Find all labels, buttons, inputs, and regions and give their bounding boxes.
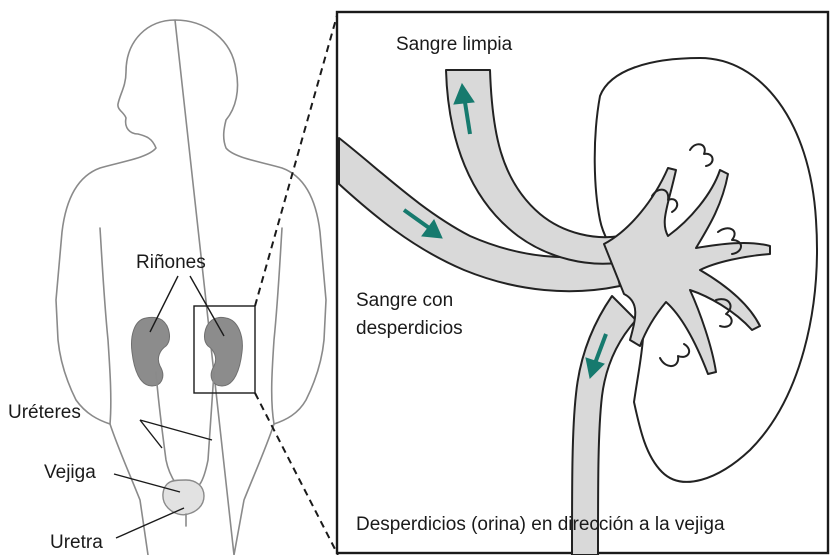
urine-flow-label: Desperdicios (orina) en dirección a la v… (356, 514, 725, 535)
waste-blood-label-line2: desperdicios (356, 318, 463, 339)
right-kidney (205, 317, 243, 386)
kidneys-label: Riñones (136, 252, 206, 273)
left-arm-inner (100, 228, 111, 424)
ureters-label: Uréteres (8, 402, 81, 423)
body-silhouette (56, 20, 326, 555)
zoom-line-top (255, 12, 338, 306)
body-outline (56, 20, 326, 555)
clean-blood-label: Sangre limpia (396, 34, 513, 55)
left-ureter (156, 372, 176, 484)
left-kidney (132, 317, 170, 386)
waste-blood-label-line1: Sangre con (356, 290, 453, 311)
urethra-leader (116, 508, 184, 538)
zoom-line-bottom (255, 393, 338, 555)
ureters-leader-left (140, 420, 162, 448)
ureters-leader-right (140, 420, 212, 440)
right-arm-inner (272, 228, 282, 424)
urethra-label: Uretra (50, 532, 103, 553)
bladder (163, 480, 204, 515)
bladder-label: Vejiga (44, 462, 96, 483)
right-ureter (200, 372, 214, 484)
